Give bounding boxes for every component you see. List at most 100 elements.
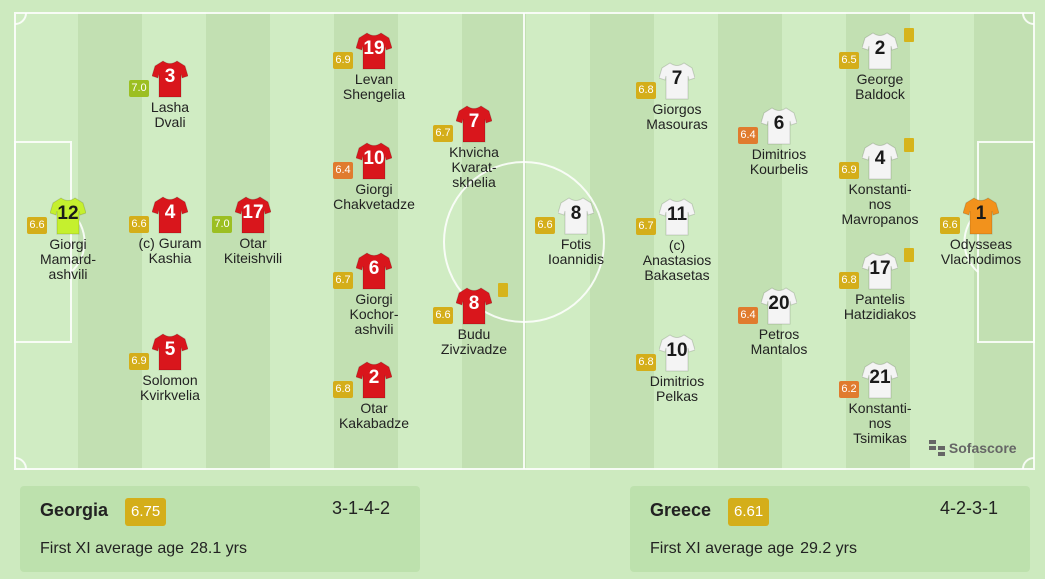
shirt-number: 10 bbox=[666, 340, 688, 361]
player-rating-badge: 6.8 bbox=[333, 381, 353, 398]
home-formation: 3-1-4-2 bbox=[332, 498, 391, 518]
jersey-icon bbox=[659, 334, 695, 372]
player-name: Khvicha Kvarat- skhelia bbox=[449, 144, 499, 190]
player-name: Giorgos Masouras bbox=[646, 101, 708, 132]
jersey-icon bbox=[862, 252, 898, 290]
jersey-icon bbox=[862, 142, 898, 180]
shirt-number: 12 bbox=[57, 203, 79, 224]
player-shirt: 2 bbox=[356, 361, 392, 399]
player-shirt: 4 bbox=[152, 196, 188, 234]
player-name: Budu Zivzivadze bbox=[440, 326, 508, 357]
player-rating-badge: 6.7 bbox=[636, 218, 656, 235]
away-team-summary: Greece 6.61 4-2-3-1 First XI average age… bbox=[630, 486, 1030, 572]
player-shirt: 7 bbox=[456, 105, 492, 143]
player-rating-badge: 6.9 bbox=[839, 162, 859, 179]
player-name: Pantelis Hatzidiakos bbox=[843, 291, 917, 322]
shirt-number: 17 bbox=[869, 258, 891, 279]
player-name: Konstanti- nos Tsimikas bbox=[848, 400, 912, 446]
home-team-rating: 6.75 bbox=[125, 498, 167, 526]
jersey-icon bbox=[50, 197, 86, 235]
player-rating-badge: 6.6 bbox=[535, 217, 555, 234]
pitch-stripe bbox=[270, 12, 334, 470]
jersey-icon bbox=[862, 361, 898, 399]
shirt-number: 11 bbox=[666, 204, 688, 225]
jersey-icon bbox=[356, 32, 392, 70]
away-team-rating: 6.61 bbox=[728, 498, 770, 526]
shirt-number: 19 bbox=[363, 38, 385, 59]
player-rating-badge: 6.6 bbox=[433, 307, 453, 324]
player-rating-badge: 6.2 bbox=[839, 381, 859, 398]
shirt-number: 7 bbox=[671, 68, 683, 89]
jersey-icon bbox=[659, 198, 695, 236]
yellow-card-icon bbox=[498, 283, 508, 297]
brand-name: Sofascore bbox=[948, 440, 1017, 456]
player-shirt: 10 bbox=[659, 334, 695, 372]
away-age-value: 29.2 yrs bbox=[800, 540, 857, 557]
yellow-card-icon bbox=[904, 28, 914, 42]
player-rating-badge: 6.6 bbox=[129, 216, 149, 233]
jersey-icon bbox=[235, 196, 271, 234]
player-name: Giorgi Kochor- ashvili bbox=[349, 291, 399, 337]
pitch-stripe bbox=[462, 12, 526, 470]
player-rating-badge: 6.8 bbox=[839, 272, 859, 289]
pitch-stripe bbox=[718, 12, 782, 470]
shirt-number: 3 bbox=[164, 66, 176, 87]
jersey-icon bbox=[152, 196, 188, 234]
shirt-number: 6 bbox=[773, 113, 785, 134]
player-name: Levan Shengelia bbox=[342, 71, 406, 102]
player-rating-badge: 6.4 bbox=[333, 162, 353, 179]
player-shirt: 21 bbox=[862, 361, 898, 399]
away-team-name: Greece bbox=[650, 500, 712, 520]
player-name: Giorgi Mamard- ashvili bbox=[39, 236, 96, 282]
jersey-icon bbox=[659, 62, 695, 100]
player-rating-badge: 6.9 bbox=[129, 353, 149, 370]
player-name: George Baldock bbox=[855, 71, 905, 102]
player-name: Otar Kiteishvili bbox=[223, 235, 283, 266]
jersey-icon bbox=[356, 361, 392, 399]
shirt-number: 4 bbox=[164, 202, 176, 223]
pitch-stripe bbox=[206, 12, 270, 470]
player-shirt: 6 bbox=[356, 252, 392, 290]
pitch-stripe bbox=[910, 12, 974, 470]
yellow-card-icon bbox=[904, 138, 914, 152]
pitch-markings bbox=[14, 12, 1035, 470]
player-shirt: 5 bbox=[152, 333, 188, 371]
player-name: Petros Mantalos bbox=[750, 326, 808, 357]
player-name: Dimitrios Kourbelis bbox=[749, 146, 809, 177]
home-team-name: Georgia bbox=[40, 500, 109, 520]
player-name: (c) Guram Kashia bbox=[138, 235, 202, 266]
pitch-stripe bbox=[398, 12, 462, 470]
player-name: Lasha Dvali bbox=[150, 99, 190, 130]
player-shirt: 19 bbox=[356, 32, 392, 70]
shirt-number: 2 bbox=[368, 367, 380, 388]
pitch-stripe bbox=[526, 12, 590, 470]
pitch-stripe bbox=[974, 12, 1035, 470]
jersey-icon bbox=[456, 105, 492, 143]
jersey-icon bbox=[456, 287, 492, 325]
away-average-age: First XI average age 29.2 yrs bbox=[650, 540, 857, 558]
player-rating-badge: 6.6 bbox=[940, 217, 960, 234]
player-rating-badge: 6.6 bbox=[27, 217, 47, 234]
shirt-number: 4 bbox=[874, 148, 886, 169]
player-rating-badge: 6.7 bbox=[333, 272, 353, 289]
shirt-number: 2 bbox=[874, 38, 886, 59]
player-shirt: 7 bbox=[659, 62, 695, 100]
shirt-number: 6 bbox=[368, 258, 380, 279]
player-shirt: 2 bbox=[862, 32, 898, 70]
pitch-stripe bbox=[782, 12, 846, 470]
player-shirt: 20 bbox=[761, 287, 797, 325]
player-rating-badge: 6.8 bbox=[636, 82, 656, 99]
player-rating-badge: 6.5 bbox=[839, 52, 859, 69]
player-rating-badge: 7.0 bbox=[212, 216, 232, 233]
player-name: Giorgi Chakvetadze bbox=[333, 181, 415, 212]
player-shirt: 8 bbox=[456, 287, 492, 325]
player-rating-badge: 7.0 bbox=[129, 80, 149, 97]
jersey-icon bbox=[356, 252, 392, 290]
player-shirt: 11 bbox=[659, 198, 695, 236]
shirt-number: 8 bbox=[468, 293, 480, 314]
jersey-icon bbox=[862, 32, 898, 70]
player-name: Fotis Ioannidis bbox=[547, 236, 605, 267]
shirt-number: 1 bbox=[975, 203, 987, 224]
away-age-label: First XI average age bbox=[650, 540, 795, 557]
